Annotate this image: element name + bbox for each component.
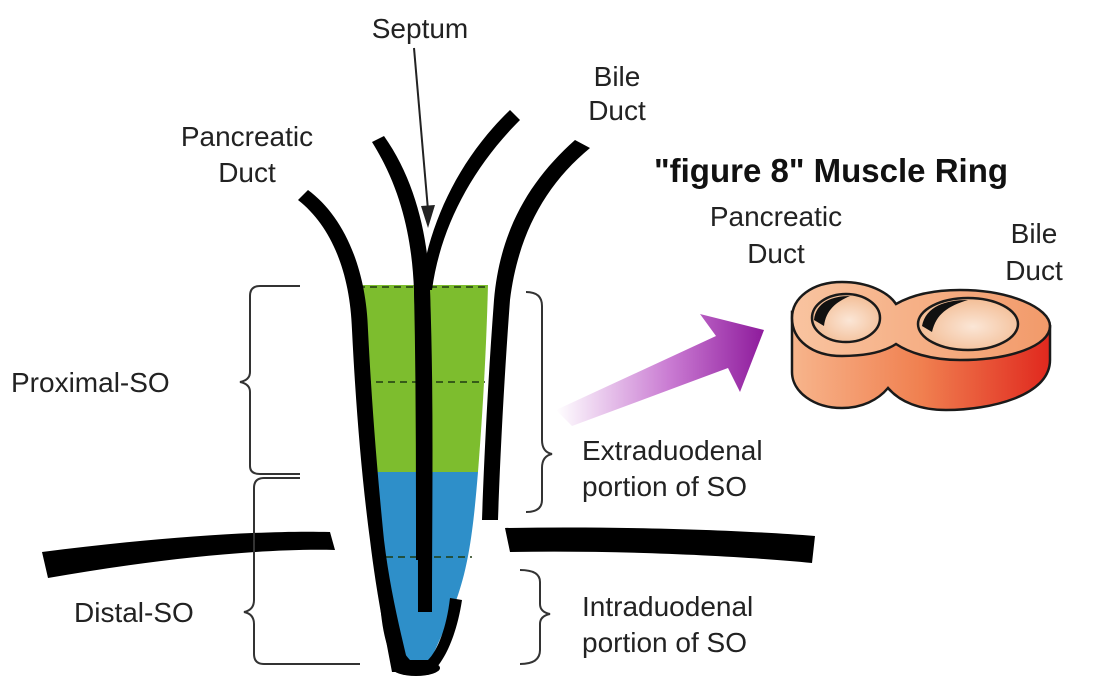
ring-pancreatic-label-line1: Pancreatic: [710, 201, 842, 232]
bile-duct-label-line1: Bile: [594, 61, 641, 92]
muscle-ring-title: "figure 8" Muscle Ring: [654, 152, 1008, 189]
proximal-so-bracket: [240, 286, 300, 474]
distal-so-label: Distal-SO: [74, 597, 194, 628]
septum-pointer: [414, 48, 435, 228]
right-outer-duct-wall: [482, 140, 590, 520]
ring-pancreatic-label-line2: Duct: [747, 238, 805, 269]
duodenal-wall-right: [505, 527, 815, 563]
ring-bile-label-line2: Duct: [1005, 255, 1063, 286]
transition-arrow: [556, 314, 764, 426]
pancreatic-duct-label-line2: Duct: [218, 157, 276, 188]
septum-label: Septum: [372, 13, 469, 44]
extraduodenal-label-line2: portion of SO: [582, 471, 747, 502]
ring-bile-label-line1: Bile: [1011, 218, 1058, 249]
intraduodenal-label-line2: portion of SO: [582, 627, 747, 658]
extraduodenal-bracket: [526, 292, 552, 512]
pancreatic-duct-label-line1: Pancreatic: [181, 121, 313, 152]
duct-bottom-opening: [392, 660, 440, 676]
extraduodenal-label-line1: Extraduodenal: [582, 435, 763, 466]
distal-so-bracket: [244, 478, 360, 664]
intraduodenal-label-line1: Intraduodenal: [582, 591, 753, 622]
bile-duct-label-line2: Duct: [588, 95, 646, 126]
figure-8-muscle-ring: [792, 282, 1050, 410]
intraduodenal-bracket: [520, 570, 550, 664]
duodenal-wall-left: [42, 532, 335, 578]
proximal-so-label: Proximal-SO: [11, 367, 170, 398]
